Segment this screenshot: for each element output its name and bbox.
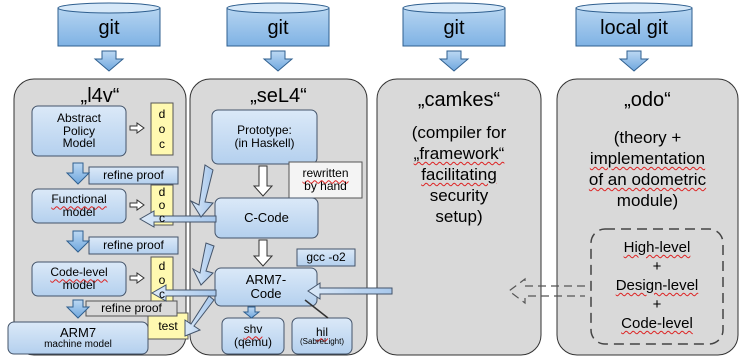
doc-note-1-label: d o c — [158, 106, 166, 151]
repo-label-l4v: git — [98, 16, 120, 39]
repo-cylinder-camkes — [402, 2, 506, 47]
repo-cylinder-odo — [575, 2, 693, 47]
shv-box — [221, 317, 285, 355]
prototype-to-functional-arrow — [189, 164, 214, 218]
prototype-box — [211, 109, 318, 165]
down-arrow-l4v — [93, 50, 125, 72]
ccode-to-arm7-arrow — [191, 242, 215, 286]
repo-cylinder-sel4 — [226, 2, 330, 47]
odo-to-camkes-arrow — [508, 277, 585, 305]
shv-label: shv (qemu) — [233, 322, 272, 349]
c-code-label: C-Code — [244, 210, 289, 226]
refine-proof-2-bg — [88, 236, 179, 255]
repo-label-sel4: git — [267, 16, 289, 39]
refine-proof-label-2: refine proof — [103, 238, 164, 253]
gcc-label: gcc -o2 — [306, 250, 346, 265]
repo-cylinder-l4v — [57, 2, 161, 47]
refine-proof-label-3: refine proof — [101, 301, 162, 316]
column-title-odo: „odo“ — [624, 88, 671, 111]
camkes-description: (compiler for „framework“ facilitating s… — [411, 123, 507, 226]
repo-label-odo: local git — [600, 16, 668, 39]
camkes-to-arm7code-arrow — [307, 282, 393, 300]
arm7-machine-model-label: ARM7 machine model — [44, 324, 112, 350]
arm7-code-label: ARM7- Code — [245, 272, 287, 301]
code-level-model-box — [31, 261, 127, 297]
ccode-to-functional-arrow — [138, 210, 217, 228]
refine-proof-label-1: refine proof — [103, 168, 164, 183]
column-title-camkes: „camkes“ — [417, 88, 501, 111]
doc-note-3-label: d o c — [158, 258, 166, 301]
panel-camkes — [376, 78, 542, 356]
functional-model-box — [31, 188, 127, 224]
doc-note-2-label: d o c — [158, 184, 166, 225]
rewritten-label: rewritten by hand — [302, 166, 349, 193]
code-level-model-label: Code-level model — [50, 265, 108, 292]
test-note — [147, 312, 189, 340]
arm7code-to-arm7model-arrow — [184, 295, 215, 337]
repo-label-camkes: git — [443, 16, 465, 39]
functional-model-label: Functional model — [51, 192, 107, 219]
column-title-sel4: „seL4“ — [250, 84, 307, 107]
doc-note-1 — [150, 102, 174, 156]
odo-levels: High-level + Design-level + Code-level — [615, 239, 699, 332]
test-label: test — [158, 318, 178, 333]
refine-proof-1-bg — [88, 166, 179, 185]
gcc-label-bg — [296, 248, 356, 267]
down-arrow-odo — [618, 50, 650, 72]
odo-description: (theory + implementation of an odometric… — [588, 128, 707, 210]
panel-odo — [556, 78, 739, 356]
levels-dashed-box — [590, 228, 724, 345]
rewritten-note — [288, 161, 363, 199]
hil-box — [291, 317, 353, 355]
down-arrow-camkes — [438, 50, 470, 72]
arm7code-to-codelevel-arrow — [150, 284, 217, 302]
doc-note-2 — [150, 184, 174, 226]
down-arrow-sel4 — [262, 50, 294, 72]
prototype-label: Prototype: (in Haskell) — [234, 123, 295, 150]
abstract-policy-label: Abstract Policy Model — [56, 111, 101, 151]
abstract-policy-box — [31, 105, 127, 157]
hil-label: hil (SabreLight) — [299, 324, 345, 347]
column-title-l4v: „l4v“ — [80, 84, 120, 107]
